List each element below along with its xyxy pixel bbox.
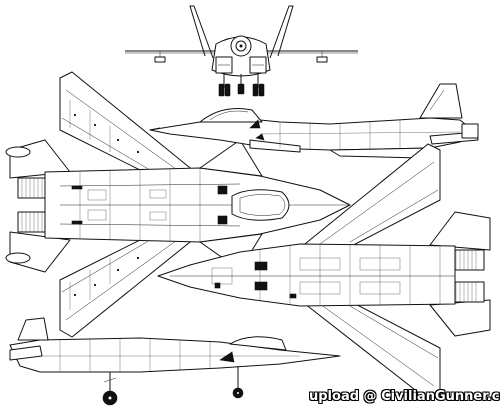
watermark-text: upload @ CivilianGunner.com <box>309 389 500 404</box>
top-view-lower-nozzle <box>17 211 49 233</box>
side-view-lower-fin <box>17 317 49 341</box>
top-view-upper-intake <box>217 185 228 195</box>
top-view-lower-intake <box>217 215 228 225</box>
side-view-lower <box>9 317 341 406</box>
bottom-view-upper-stabilizer <box>429 211 491 251</box>
side-view-lower-canopy <box>229 336 287 351</box>
bottom-view-lower-wing <box>299 295 441 401</box>
top-view-canopy <box>231 189 290 221</box>
side-view-upper <box>149 83 479 159</box>
bottom-view-fuselage <box>157 243 456 307</box>
side-view-lower-fuselage <box>9 337 341 373</box>
front-view-left-wheel <box>218 83 225 97</box>
top-view <box>5 71 351 338</box>
bottom-view <box>157 143 491 401</box>
top-view-upper-nozzle <box>17 177 49 199</box>
side-view-upper-canopy <box>199 108 263 123</box>
front-view-left-fin <box>189 5 214 59</box>
front-view-right-fin <box>269 5 294 59</box>
bottom-view-lower-stabilizer <box>429 299 491 337</box>
side-view-upper-fin <box>419 83 463 119</box>
front-view-nose-wheel <box>237 83 245 95</box>
top-view-upper-lerx <box>199 139 263 177</box>
front-view-right-wheel <box>252 83 259 97</box>
front-view <box>125 5 358 97</box>
